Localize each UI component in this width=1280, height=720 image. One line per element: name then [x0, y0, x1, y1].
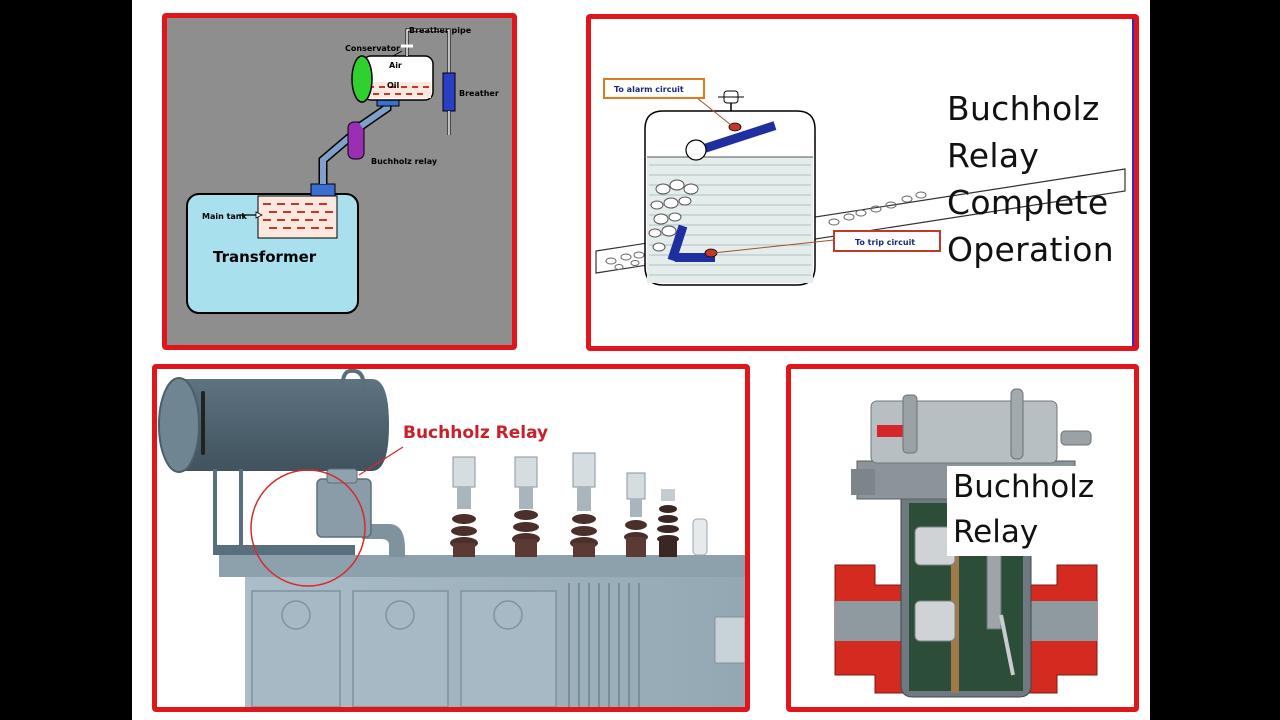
breather-label: Breather: [459, 89, 499, 98]
transformer-photo-panel: Buchholz Relay: [152, 364, 750, 712]
main-tank-oil: [257, 195, 338, 239]
trip-label-box: [833, 230, 941, 252]
radiator-fins: [568, 583, 640, 707]
cable-gland: [1060, 430, 1092, 446]
operation-panel: To alarm circuit To trip circuit Buchhol…: [586, 14, 1139, 351]
trip-leader: [712, 239, 835, 254]
cover-edge-left: [851, 469, 875, 495]
buchholz-relay-shape: [347, 121, 365, 160]
relay-callout-line: [358, 446, 404, 476]
alarm-label-box: [603, 78, 705, 99]
trip-flap: [667, 224, 688, 262]
center-rod: [951, 503, 959, 693]
conservator-end: [158, 377, 200, 473]
gas-bubbles: [648, 179, 699, 252]
breather-pipe-label: Breather pipe: [409, 26, 472, 35]
alarm-label: To alarm circuit: [614, 85, 684, 94]
relay-highlight-circle: [250, 469, 366, 587]
title-line-1: Buchholz: [947, 89, 1100, 128]
test-valve: [902, 394, 918, 454]
transformer-photo: [158, 369, 745, 707]
cutaway-label-background: [947, 466, 1097, 556]
bushings: [450, 452, 708, 557]
transformer-cover: [219, 555, 745, 577]
relay-cutaway-panel: Buchholz Relay: [786, 364, 1139, 712]
title-line-3: Complete: [947, 183, 1109, 222]
title-line-4: Operation: [947, 230, 1114, 269]
relay-operation-diagram: To alarm circuit To trip circuit: [595, 19, 1134, 346]
gas-release-cock: [1010, 388, 1024, 460]
alarm-float: [685, 139, 707, 161]
main-tank-arrowhead: [255, 211, 263, 219]
lower-float: [914, 600, 956, 642]
body-panels: [251, 590, 557, 707]
lifting-lug: [341, 369, 366, 390]
main-tank-label: Main tank: [202, 212, 248, 221]
small-bushing: [692, 518, 708, 556]
cutaway-label-line-2: Relay: [953, 514, 1039, 550]
conservator-end-cap: [351, 55, 373, 103]
transformer-schematic: Conservator Breather pipe Air Oil Breath…: [186, 26, 499, 314]
cutaway-label: Buchholz Relay: [953, 465, 1094, 555]
trip-label: To trip circuit: [855, 238, 915, 247]
trip-lever: [999, 614, 1015, 676]
alarm-mercury-switch: [728, 122, 742, 132]
rating-plate: [714, 616, 745, 664]
transformer-label: Transformer: [213, 248, 317, 266]
buchholz-relay-body: [316, 478, 372, 538]
support-bracket: [215, 545, 355, 555]
tank-flange: [310, 183, 336, 197]
conservator-tank: [179, 379, 389, 471]
oil-gauge: [201, 391, 205, 455]
conservator-leader: [392, 50, 403, 57]
title-line-2: Relay: [947, 136, 1040, 175]
oil-hatching: [263, 203, 333, 229]
pipe-bubbles: [605, 191, 927, 270]
breather-shape: [442, 72, 456, 112]
operation-title: Buchholz Relay Complete Operation: [947, 85, 1114, 273]
tank-supports: [213, 469, 243, 555]
trip-arm: [675, 253, 715, 262]
buchholz-relay-photo-label: Buchholz Relay: [403, 423, 549, 443]
alarm-float-arm: [687, 121, 777, 158]
oil-label: Oil: [387, 81, 400, 90]
cutaway-label-line-1: Buchholz: [953, 469, 1095, 505]
panel-rings: [281, 600, 523, 630]
pipe-lower: [320, 134, 352, 184]
breather-pipe: [406, 29, 450, 73]
relay-pipe: [362, 524, 405, 557]
relay-top: [326, 468, 358, 484]
air-label: Air: [389, 61, 402, 70]
transformer-schematic-panel: Conservator Breather pipe Air Oil Breath…: [162, 13, 517, 350]
buchholz-relay-label: Buchholz relay: [371, 157, 438, 166]
conservator-label: Conservator: [345, 44, 400, 53]
